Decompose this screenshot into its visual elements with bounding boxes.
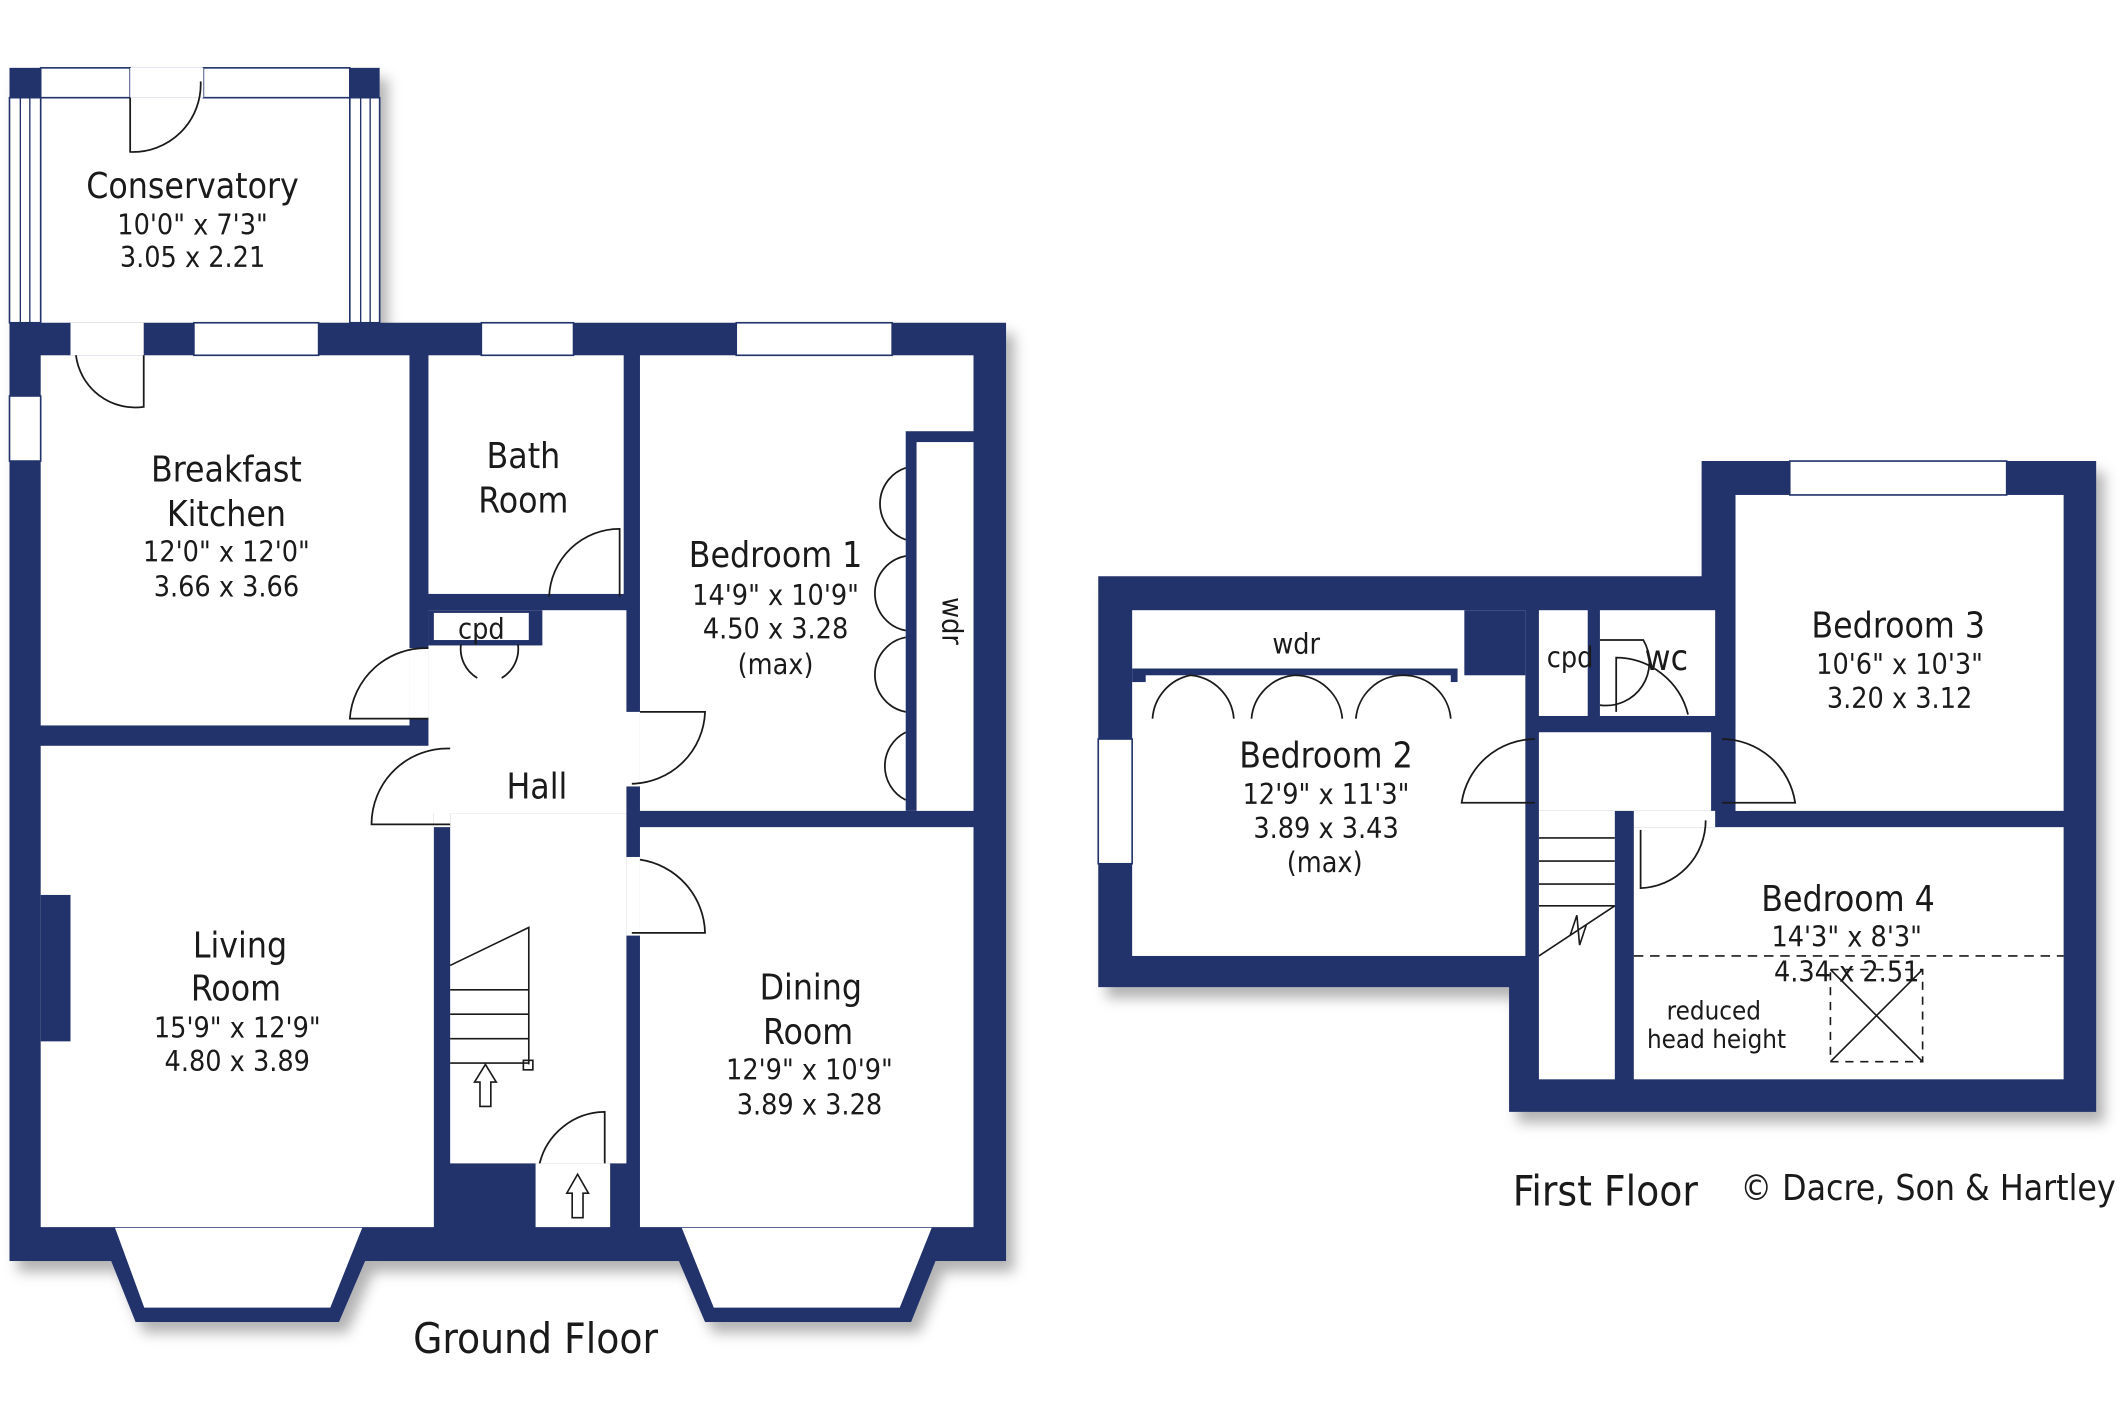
bathroom-label-2: Room [478, 481, 568, 522]
bedroom4-metric: 4.34 x 2.51 [1774, 956, 1919, 989]
bathroom-label: Bath [487, 436, 561, 477]
bathroom-floor [428, 355, 624, 594]
bedroom3-imperial: 10'6" x 10'3" [1816, 648, 1983, 681]
cpd-door[interactable] [1599, 639, 1651, 707]
kitchen-window [8, 395, 42, 462]
hall-label: Hall [506, 767, 567, 808]
conservatory-window-right [349, 96, 381, 324]
conservatory-door[interactable] [129, 81, 202, 153]
cpd-label: cpd [458, 613, 505, 646]
bedroom2-label: Bedroom 2 [1239, 735, 1413, 776]
conservatory-label: Conservatory [86, 166, 299, 207]
bathroom-door[interactable] [548, 527, 621, 597]
bedroom2-wardrobe-doors[interactable] [1151, 674, 1452, 719]
bedroom2-window [1097, 738, 1133, 865]
bedroom1-metric: 4.50 x 3.28 [703, 613, 848, 646]
kitchen-floor [40, 355, 410, 726]
dining-label: Dining [760, 967, 862, 1008]
bedroom4-door[interactable] [1639, 820, 1707, 890]
bedroom2-metric: 3.89 x 3.43 [1253, 812, 1398, 845]
bedroom2-floor [1132, 610, 1526, 956]
bedroom3-window [1788, 460, 2008, 496]
dining-door[interactable] [631, 858, 706, 934]
bedroom3-metric: 3.20 x 3.12 [1827, 682, 1972, 715]
kitchen-imperial: 12'0" x 12'0" [143, 535, 310, 568]
kitchen-window-top [193, 321, 320, 357]
wc-floor [1599, 610, 1716, 716]
cpd-first-floor-label: cpd [1547, 641, 1594, 674]
conservatory-imperial: 10'0" x 7'3" [117, 209, 268, 242]
dining-label-2: Room [763, 1012, 853, 1053]
first-floor-plan: wdr Bedroom 2 12'9" x 11'3" 3.89 x 3.43 … [1097, 460, 2116, 1215]
copyright-notice: © Dacre, Son & Hartley [1740, 1168, 2115, 1209]
bedroom1-imperial: 14'9" x 10'9" [692, 579, 859, 612]
bedroom3-label: Bedroom 3 [1811, 605, 1985, 646]
cpd-space [433, 612, 529, 641]
ground-floor-title: Ground Floor [413, 1314, 658, 1363]
bedroom4-floor [1633, 827, 2064, 1080]
entrance-arrow-icon [565, 1172, 590, 1219]
living-label-2: Room [191, 969, 281, 1010]
conservatory-floor [40, 97, 350, 329]
bedroom1-wardrobe [916, 442, 974, 811]
bedroom2-imperial: 12'9" x 11'3" [1243, 778, 1410, 811]
conservatory-metric: 3.05 x 2.21 [120, 241, 265, 274]
bedroom2-note: (max) [1287, 846, 1363, 879]
living-label: Living [193, 925, 287, 966]
dining-metric: 3.89 x 3.28 [737, 1089, 882, 1122]
bedroom3-floor [1735, 494, 2064, 811]
dining-bay-window [679, 1226, 935, 1310]
bedroom2-wardrobe-label: wdr [1272, 628, 1320, 661]
bedroom4-note-1: reduced [1667, 997, 1761, 1027]
first-stairs-floor [1538, 810, 1615, 1080]
living-metric: 4.80 x 3.89 [165, 1045, 310, 1078]
living-bay-window [112, 1226, 365, 1310]
wardrobe-doors[interactable] [874, 466, 907, 801]
landing-floor [1538, 732, 1712, 811]
living-floor [40, 745, 434, 1228]
ground-floor-plan: Conservatory 10'0" x 7'3" 3.05 x 2.21 Br… [8, 67, 1007, 1363]
cpd-doors[interactable] [459, 643, 520, 679]
kitchen-metric: 3.66 x 3.66 [154, 571, 299, 604]
dining-floor [639, 827, 974, 1228]
first-floor-title: First Floor [1513, 1166, 1699, 1215]
bedroom1-wardrobe-label: wdr [935, 597, 968, 645]
bedroom4-imperial: 14'3" x 8'3" [1771, 920, 1921, 953]
conservatory-window-top-right [202, 67, 351, 99]
bedroom1-door[interactable] [631, 711, 706, 785]
bedroom4-label: Bedroom 4 [1761, 879, 1935, 920]
ground-stairs [449, 926, 590, 1219]
kitchen-door[interactable] [348, 647, 429, 720]
stairs-up-arrow-icon [473, 1062, 498, 1108]
living-door[interactable] [370, 747, 451, 826]
cpd-first-floor [1538, 610, 1588, 716]
loft-hatch [1633, 955, 2064, 1063]
chimney-breast [40, 894, 71, 1042]
bedroom4-note-2: head height [1647, 1025, 1786, 1055]
first-stairs [1538, 837, 1616, 957]
conservatory-window-top-left [39, 67, 131, 99]
bedroom1-window [735, 321, 893, 357]
bathroom-window [480, 321, 575, 357]
wc-door[interactable] [1615, 656, 1689, 715]
wc-label: wc [1645, 638, 1688, 679]
conservatory-window-left [8, 96, 42, 324]
bedroom1-note: (max) [738, 648, 814, 681]
front-door[interactable] [538, 1110, 606, 1164]
kitchen-label-2: Kitchen [167, 494, 286, 535]
living-imperial: 15'9" x 12'9" [154, 1011, 321, 1044]
bedroom1-label: Bedroom 1 [689, 535, 863, 576]
bedroom3-door[interactable] [1721, 738, 1797, 804]
kitchen-label: Breakfast [151, 449, 302, 490]
dining-imperial: 12'9" x 10'9" [726, 1053, 893, 1086]
bedroom2-door[interactable] [1460, 738, 1535, 804]
kitchen-conservatory-door[interactable] [75, 355, 145, 409]
